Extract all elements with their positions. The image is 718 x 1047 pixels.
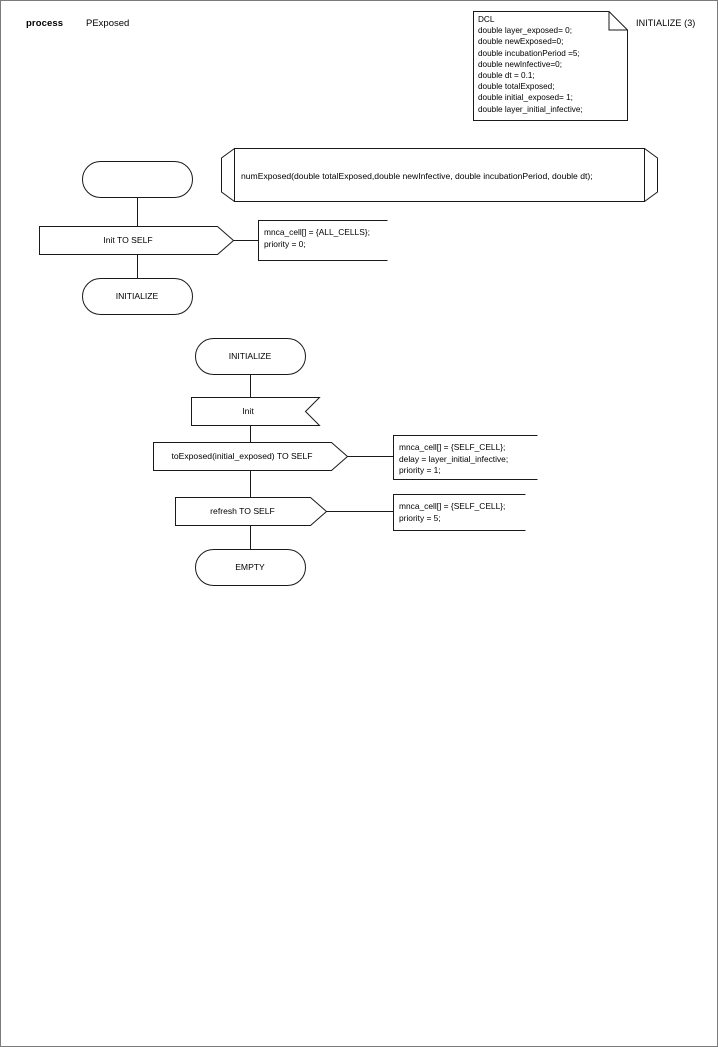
output-symbol-toexposed [153,442,349,471]
comment-text-b2: mnca_cell[] = {SELF_CELL}; priority = 5; [399,501,506,523]
procedure-signature-box [221,148,658,202]
input-label-init: Init [242,406,254,416]
state-symbol-empty [195,549,306,586]
output-label-toexposed: toExposed(initial_exposed) TO SELF [171,451,313,461]
page-reference-label: INITIALIZE (3) [636,18,696,28]
dcl-note-text: DCL double layer_exposed= 0; double newE… [478,15,583,114]
dcl-declaration-note: DCL double layer_exposed= 0; double newE… [473,11,628,121]
comment-bracket-b2 [393,494,526,531]
input-symbol-init [191,397,321,426]
comment-bracket-b1 [393,435,538,480]
procedure-signature-text: numExposed(double totalExposed,double ne… [241,171,593,181]
output-label-init-to-self: Init TO SELF [103,235,153,245]
process-name-label: PExposed [86,18,130,29]
process-keyword-label: process [26,18,64,29]
output-label-refresh: refresh TO SELF [210,506,275,516]
output-symbol-init-to-self [39,226,235,255]
output-symbol-refresh [175,497,328,526]
state-label-initialize-b: INITIALIZE [228,351,272,361]
comment-text-b1: mnca_cell[] = {SELF_CELL}; delay = layer… [399,442,509,475]
state-symbol-start [82,161,193,198]
state-symbol-initialize-a [82,278,193,315]
dcl-note-shape [473,11,628,121]
comment-text-a: mnca_cell[] = {ALL_CELLS}; priority = 0; [264,227,370,249]
comment-bracket-a [258,220,388,261]
state-label-empty: EMPTY [235,562,265,572]
state-label-initialize-a: INITIALIZE [115,291,159,301]
